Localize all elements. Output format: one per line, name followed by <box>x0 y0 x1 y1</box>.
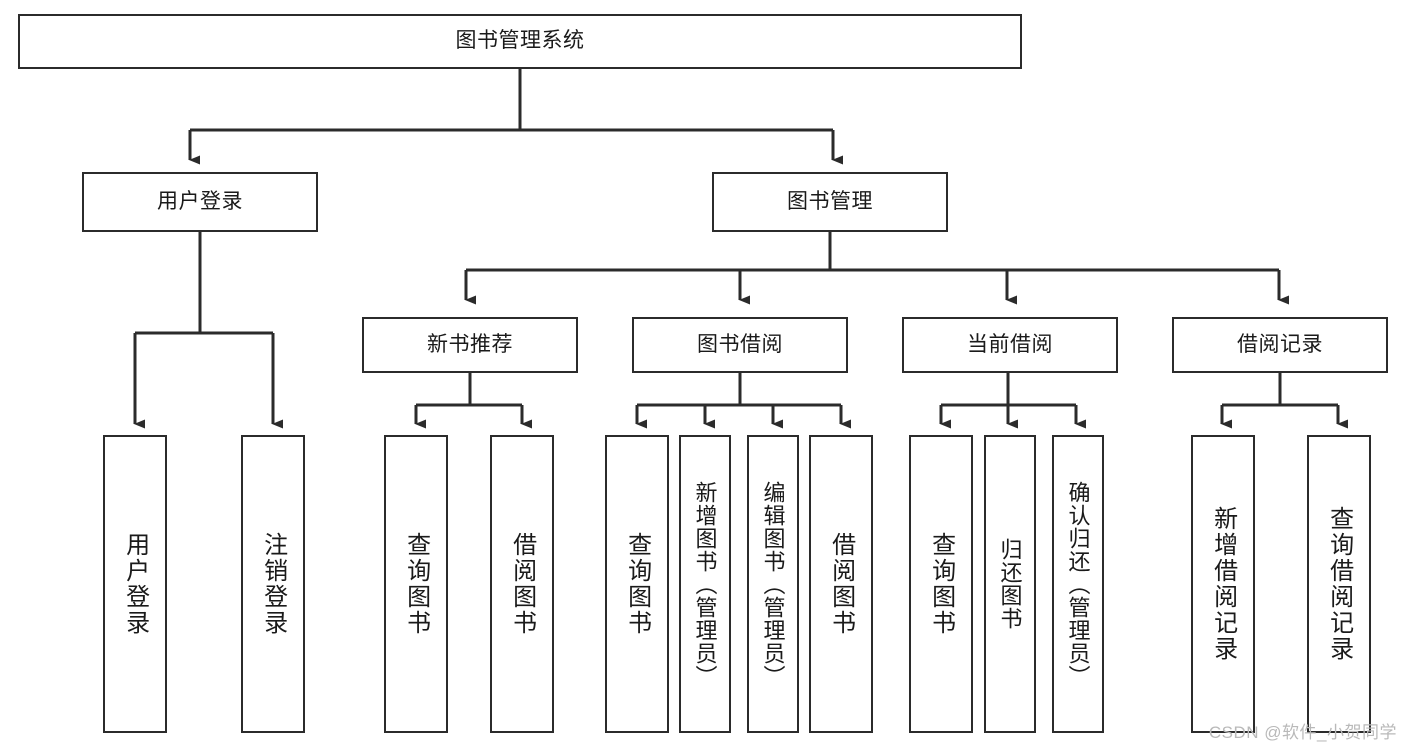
node-root-label: 图书管理系统 <box>455 29 585 53</box>
node-book-borrow[interactable]: 图书借阅 <box>632 317 848 373</box>
node-leaf-borrow-book-1-label: 借阅图书 <box>508 532 536 636</box>
node-book-borrow-label: 图书借阅 <box>697 332 783 356</box>
node-current-borrow[interactable]: 当前借阅 <box>902 317 1118 373</box>
node-leaf-query-book-2[interactable]: 查询图书 <box>605 435 669 733</box>
node-book-manage[interactable]: 图书管理 <box>712 172 948 232</box>
node-leaf-user-login-label: 用户登录 <box>121 532 149 636</box>
node-leaf-add-book[interactable]: 新增图书（管理员） <box>679 435 731 733</box>
node-root[interactable]: 图书管理系统 <box>18 14 1022 69</box>
node-leaf-add-record[interactable]: 新增借阅记录 <box>1191 435 1255 733</box>
node-leaf-borrow-book-2[interactable]: 借阅图书 <box>809 435 873 733</box>
node-user-login[interactable]: 用户登录 <box>82 172 318 232</box>
node-leaf-user-logout[interactable]: 注销登录 <box>241 435 305 733</box>
node-current-borrow-label: 当前借阅 <box>967 332 1053 356</box>
node-new-book-recommend[interactable]: 新书推荐 <box>362 317 578 373</box>
node-leaf-query-book-3-label: 查询图书 <box>927 532 955 636</box>
node-leaf-query-book-1[interactable]: 查询图书 <box>384 435 448 733</box>
node-leaf-user-login[interactable]: 用户登录 <box>103 435 167 733</box>
node-leaf-borrow-book-1[interactable]: 借阅图书 <box>490 435 554 733</box>
node-leaf-borrow-book-2-label: 借阅图书 <box>827 532 855 636</box>
node-leaf-edit-book[interactable]: 编辑图书（管理员） <box>747 435 799 733</box>
node-leaf-query-record-label: 查询借阅记录 <box>1325 506 1353 662</box>
node-leaf-return-book-label: 归还图书 <box>997 538 1023 630</box>
watermark: CSDN @软件_小贺同学 <box>1208 723 1397 742</box>
node-book-manage-label: 图书管理 <box>787 189 873 213</box>
node-leaf-query-book-1-label: 查询图书 <box>402 532 430 636</box>
node-new-book-recommend-label: 新书推荐 <box>427 332 513 356</box>
node-borrow-record-label: 借阅记录 <box>1237 332 1323 356</box>
node-leaf-user-logout-label: 注销登录 <box>259 532 287 636</box>
node-leaf-query-book-2-label: 查询图书 <box>623 532 651 636</box>
node-leaf-return-book[interactable]: 归还图书 <box>984 435 1036 733</box>
node-leaf-query-record[interactable]: 查询借阅记录 <box>1307 435 1371 733</box>
node-leaf-query-book-3[interactable]: 查询图书 <box>909 435 973 733</box>
node-user-login-label: 用户登录 <box>157 189 243 213</box>
node-leaf-edit-book-label: 编辑图书（管理员） <box>760 480 786 688</box>
node-leaf-add-book-label: 新增图书（管理员） <box>692 480 718 688</box>
node-leaf-confirm-return-label: 确认归还（管理员） <box>1065 480 1091 688</box>
node-leaf-confirm-return[interactable]: 确认归还（管理员） <box>1052 435 1104 733</box>
node-leaf-add-record-label: 新增借阅记录 <box>1209 506 1237 662</box>
node-borrow-record[interactable]: 借阅记录 <box>1172 317 1388 373</box>
